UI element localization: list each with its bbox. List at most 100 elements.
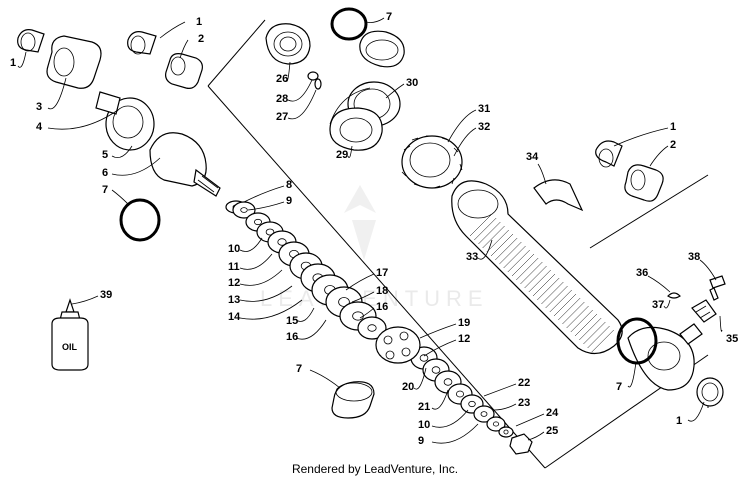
footer-credit: Rendered by LeadVenture, Inc. [291, 462, 459, 476]
callout-l23: 23 [518, 397, 530, 409]
callout-l36: 36 [636, 267, 648, 279]
spring-coil [553, 293, 577, 317]
spring-coil [562, 301, 585, 325]
o-ring-part-7c [330, 7, 368, 41]
bushing-part-1d [696, 377, 724, 407]
shim-washer-hole [277, 238, 287, 246]
leader-line-l4 [47, 109, 119, 130]
callout-l10a: 10 [228, 243, 240, 255]
shim-washer-hole [419, 354, 429, 362]
spring-coil [587, 325, 610, 349]
shim-washer-hole [468, 400, 476, 408]
shaft-eye-part-6 [149, 132, 247, 214]
leader-line-l5 [111, 145, 133, 159]
spring-coil [532, 273, 556, 297]
bushing-part-1c [595, 140, 623, 168]
leader-line-l23 [493, 403, 517, 411]
shim-washer [473, 405, 495, 423]
callout-l7b: 7 [296, 363, 302, 375]
leader-line-l16b [359, 307, 375, 319]
callout-l3: 3 [36, 101, 42, 113]
leader-line-l7a [111, 189, 129, 205]
callout-l26: 26 [276, 73, 288, 85]
callout-l1a: 1 [196, 16, 202, 28]
piston-ring-part-7b [331, 381, 375, 419]
spring-coil [469, 213, 493, 237]
leader-line-l28 [287, 79, 313, 102]
leader-line-l19 [419, 323, 457, 339]
leader-line-l1a [159, 21, 186, 39]
shim-washer-hole [455, 390, 464, 398]
shim-washer [486, 416, 506, 432]
leader-line-l3 [47, 77, 67, 110]
seal-part-29 [329, 107, 383, 151]
spring-coil [478, 221, 501, 245]
leader-line-l37 [663, 299, 671, 309]
spring-adjuster-ring-part-31 [401, 135, 463, 189]
callout-l2a: 2 [198, 33, 204, 45]
callout-l9b: 9 [418, 435, 424, 447]
callout-l11: 11 [228, 261, 240, 273]
spring-coil [511, 253, 535, 277]
spring-coil [524, 265, 547, 289]
spring-coil [528, 269, 551, 293]
callout-l9a: 9 [286, 195, 292, 207]
leader-line-l2b [649, 145, 669, 167]
callout-l17: 17 [376, 267, 388, 279]
shim-washer-hole [480, 411, 488, 417]
leader-line-l20 [413, 367, 427, 390]
leader-line-l10a [239, 237, 263, 252]
sleeve-part-3 [46, 35, 102, 89]
callout-l10b: 10 [418, 419, 430, 431]
callout-l32: 32 [478, 121, 490, 133]
shim-washer-hole [443, 378, 453, 386]
callout-l1c: 1 [670, 121, 676, 133]
callout-l5: 5 [102, 149, 108, 161]
o-ring-part-7a [119, 198, 161, 242]
callout-l37: 37 [652, 299, 664, 311]
shim-washer-hole [431, 366, 441, 374]
leader-line-l22 [483, 383, 517, 397]
spring-coil [474, 217, 497, 241]
callout-l28: 28 [276, 93, 288, 105]
leader-line-l12b [423, 339, 457, 357]
callout-l33: 33 [466, 251, 478, 263]
spring-coil [520, 261, 543, 285]
spring-coil [516, 257, 539, 281]
callout-l7a: 7 [102, 184, 108, 196]
leader-line-l31 [447, 109, 477, 143]
leader-line-l38 [699, 259, 717, 281]
callout-l25: 25 [546, 425, 558, 437]
leader-line-l32 [453, 127, 477, 157]
spacer-part-2b [624, 164, 664, 202]
spring-top-opening [457, 189, 499, 219]
leader-line-l7b [309, 369, 341, 389]
leader-line-l29 [347, 145, 353, 159]
adjuster-part-35 [691, 299, 717, 323]
leader-line-l7c [365, 17, 385, 23]
spherical-bearing-part-4 [95, 91, 155, 151]
spring-coil [549, 289, 572, 313]
shim-washer [498, 426, 514, 438]
bushing-part-1a [17, 29, 45, 53]
leader-line-l36 [647, 275, 671, 293]
leader-line-l18 [351, 291, 375, 303]
spring-coil [570, 309, 593, 333]
callout-l30: 30 [406, 77, 418, 89]
callout-l16b: 16 [376, 301, 388, 313]
leader-line-l17 [345, 273, 375, 291]
spring-coil [482, 225, 505, 249]
piston-part-19 [375, 326, 421, 364]
callout-l12a: 12 [228, 277, 240, 289]
leader-line-l1b [17, 51, 27, 68]
callout-l7c: 7 [386, 11, 392, 23]
callout-l13: 13 [228, 294, 240, 306]
shim-washer-hole [492, 421, 500, 427]
spring-collar-part-34 [533, 179, 584, 212]
valve-shim-stack [232, 201, 514, 438]
spring-coil [486, 229, 509, 253]
shim-washer-hole [253, 218, 262, 226]
callout-l12b: 12 [458, 333, 470, 345]
